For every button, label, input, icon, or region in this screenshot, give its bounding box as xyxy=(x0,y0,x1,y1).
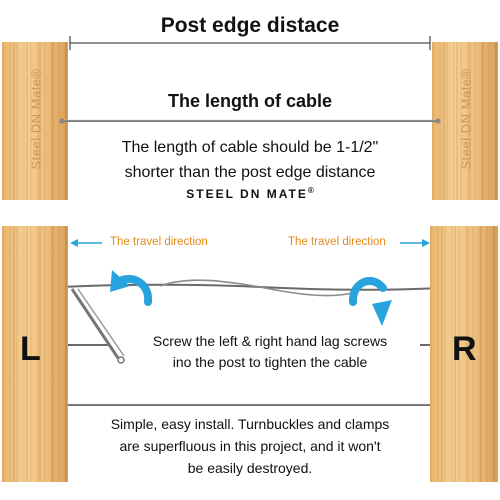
lag-screw-icon xyxy=(70,288,125,364)
dimension-arrow-icon xyxy=(69,36,431,50)
instruction-line-2: ino the post to tighten the cable xyxy=(172,354,368,370)
right-post-label: R xyxy=(452,330,477,368)
rotate-arrow-icon xyxy=(110,270,392,326)
description-line-2: are superfluous in this project, and it … xyxy=(119,438,381,454)
top-right-post xyxy=(432,42,498,200)
instruction-line-1: Screw the left & right hand lag screws xyxy=(152,333,388,349)
brand-name: STEEL DN MATE xyxy=(186,187,308,201)
travel-direction-right: The travel direction xyxy=(288,236,386,248)
top-right-post-watermark: Steel DN Mate® xyxy=(458,68,474,170)
left-post xyxy=(2,226,68,482)
travel-arrow-icon xyxy=(70,239,430,247)
left-post-label: L xyxy=(20,330,41,368)
post-edge-distance-title: Post edge distace xyxy=(160,14,340,37)
right-post xyxy=(430,226,498,482)
top-left-post xyxy=(2,42,68,200)
bottom-lower-cable xyxy=(60,403,440,406)
top-left-post-watermark: Steel DN Mate® xyxy=(28,68,44,170)
top-cable xyxy=(59,118,441,124)
description-line-1: Simple, easy install. Turnbuckles and cl… xyxy=(110,416,390,432)
cable-length-heading: The length of cable xyxy=(167,91,332,111)
brand-registered-mark: ® xyxy=(307,186,314,195)
travel-direction-left: The travel direction xyxy=(110,236,208,248)
brand-logo: STEEL DN MATE® xyxy=(0,186,500,201)
cable-note-line-1: The length of cable should be 1-1/2" xyxy=(121,139,379,156)
description-line-3: be easily destroyed. xyxy=(187,460,313,476)
cable-note-line-2: shorter than the post edge distance xyxy=(124,164,376,181)
